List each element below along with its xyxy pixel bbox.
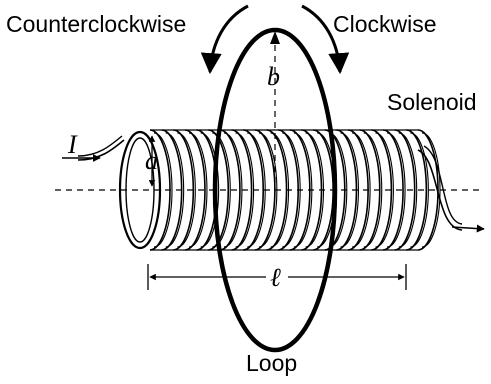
coil-turn-inner xyxy=(200,132,220,248)
output-lead-wire-inner xyxy=(423,145,463,225)
solenoid-label: Solenoid xyxy=(387,89,477,115)
radius-b-arrowhead xyxy=(270,31,280,44)
coil-turn-inner xyxy=(410,132,429,248)
coil-turn xyxy=(289,129,311,251)
coil-turn xyxy=(382,129,404,251)
loop-ring xyxy=(212,27,338,353)
solenoid-front-end-inner xyxy=(125,137,155,243)
output-current-arrow xyxy=(451,224,485,233)
coil-turn xyxy=(173,129,195,251)
input-lead-wire-inner xyxy=(77,135,123,157)
coil-turn-inner xyxy=(352,132,371,248)
coil-turn xyxy=(371,129,393,251)
coil-turn xyxy=(184,129,206,251)
coil-turn xyxy=(301,129,323,251)
clockwise-arrow xyxy=(301,4,350,75)
length-label: ℓ xyxy=(270,263,281,292)
radius-b-label: b xyxy=(267,62,280,91)
counterclockwise-arrow xyxy=(200,4,249,75)
coil-turn-inner xyxy=(165,132,185,248)
solenoid-front-end xyxy=(118,130,162,250)
clockwise-label: Clockwise xyxy=(333,11,437,37)
coil-turn xyxy=(359,129,381,251)
coil-turn-inner xyxy=(270,132,290,248)
loop-label: Loop xyxy=(246,350,298,376)
counterclockwise-label: Counterclockwise xyxy=(6,11,187,37)
coil-turn-inner xyxy=(258,132,278,248)
input-lead-wire xyxy=(77,139,125,161)
coil-turn-inner xyxy=(188,132,208,248)
radius-a-label: a xyxy=(145,146,158,175)
coil-turn-inner xyxy=(387,132,406,248)
current-label: I xyxy=(68,130,77,159)
coil-turn xyxy=(348,129,369,251)
coil-turn xyxy=(161,129,183,251)
coil-turn-inner xyxy=(375,132,394,248)
coil-turn-inner xyxy=(421,132,441,248)
coil-turn-inner xyxy=(398,132,418,248)
coil-turn-inner xyxy=(328,132,348,248)
coil-turn xyxy=(406,129,428,251)
coil-turn xyxy=(231,129,253,251)
coil-turn-inner xyxy=(247,132,266,248)
coil-turn xyxy=(278,129,299,251)
coil-turn xyxy=(149,129,171,251)
coil-turn-inner xyxy=(282,132,301,248)
length-label-bg xyxy=(266,264,288,290)
coil-turn-inner xyxy=(153,132,173,248)
coil-turn xyxy=(219,129,241,251)
coil-turn-inner xyxy=(235,132,255,248)
coil-turn-inner xyxy=(223,132,243,248)
coil-turn-inner xyxy=(177,132,196,248)
coil-turn-inner xyxy=(340,132,359,248)
coil-turn-inner xyxy=(293,132,313,248)
coil-turn-inner xyxy=(363,132,383,248)
coil-turn-inner xyxy=(305,132,325,248)
coil-turn xyxy=(243,129,265,251)
coil-turn xyxy=(394,129,416,251)
coil-turn xyxy=(336,129,358,251)
